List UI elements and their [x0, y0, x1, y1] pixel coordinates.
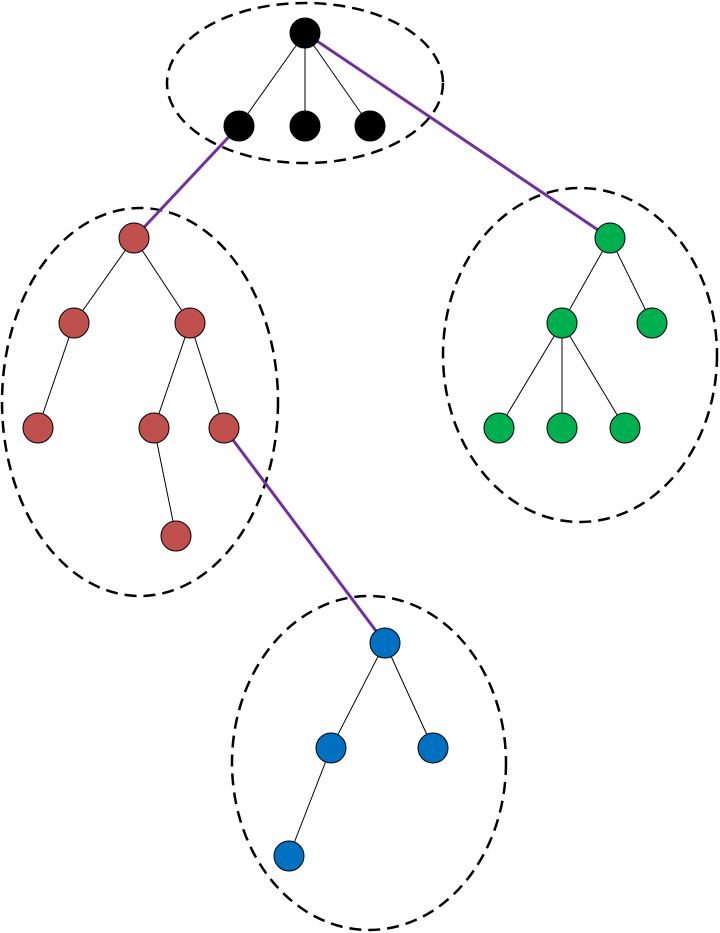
- tree-edge-r2-r4: [153, 322, 191, 429]
- tree-edge-r4-r6: [153, 427, 177, 537]
- link-edge-b1-r0: [132, 124, 241, 240]
- node-b0: [289, 17, 321, 49]
- cluster-black-outline: [165, 1, 445, 165]
- tree-edge-u0-u1: [330, 642, 386, 749]
- nodes-layer: [22, 17, 668, 872]
- tree-edge-u1-u3: [288, 747, 332, 857]
- tree-edge-r0-r2: [133, 237, 191, 324]
- tree-edge-g0-g1: [561, 237, 611, 324]
- node-g5: [609, 412, 641, 444]
- tree-edge-g0-g2: [609, 237, 653, 324]
- node-g2: [636, 307, 668, 339]
- tree-edges-layer: [37, 32, 653, 857]
- node-r2: [174, 307, 206, 339]
- node-g1: [546, 307, 578, 339]
- node-g3: [483, 412, 515, 444]
- node-r3: [22, 412, 54, 444]
- link-edge-r5-u0: [222, 427, 387, 644]
- tree-edge-b0-b3: [304, 32, 371, 127]
- tree-edge-r2-r5: [189, 322, 225, 429]
- link-edge-b0-g0: [304, 31, 611, 240]
- node-g0: [594, 222, 626, 254]
- node-r6: [160, 520, 192, 552]
- node-r1: [58, 307, 90, 339]
- node-u3: [273, 840, 305, 872]
- node-b2: [289, 110, 321, 142]
- tree-edge-b0-b1: [238, 32, 306, 127]
- node-u0: [369, 627, 401, 659]
- cluster-green-outline: [441, 186, 719, 524]
- tree-edge-u0-u2: [384, 642, 434, 749]
- cluster-red-outline: [0, 206, 280, 598]
- tree-edge-g1-g3: [498, 322, 563, 429]
- link-edges-layer: [132, 31, 611, 644]
- node-u1: [315, 732, 347, 764]
- node-g4: [546, 412, 578, 444]
- node-b1: [223, 110, 255, 142]
- node-r5: [208, 412, 240, 444]
- cluster-blue-outline: [230, 594, 508, 932]
- tree-edge-g1-g5: [561, 322, 626, 429]
- node-b3: [354, 110, 386, 142]
- node-r0: [118, 222, 150, 254]
- tree-edge-r1-r3: [37, 322, 75, 429]
- node-r4: [138, 412, 170, 444]
- node-u2: [417, 732, 449, 764]
- tree-edge-r0-r1: [73, 237, 135, 324]
